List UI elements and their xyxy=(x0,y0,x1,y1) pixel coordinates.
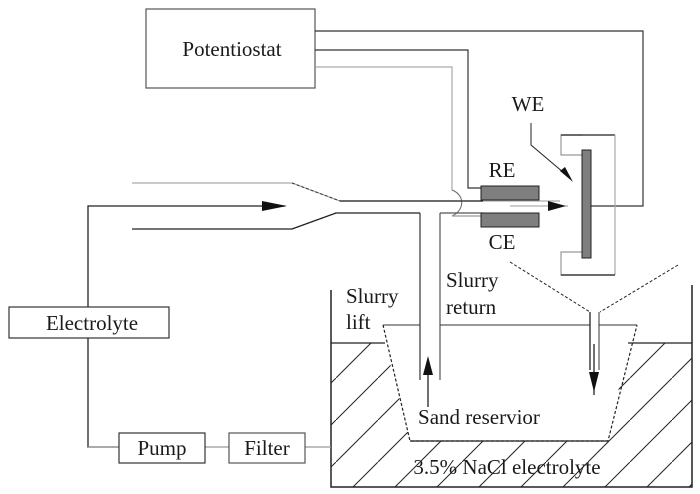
slurry-return-pipe xyxy=(419,212,483,380)
inlet-nozzle xyxy=(132,182,560,230)
counter-electrode: CE xyxy=(480,212,540,254)
jet-arrow xyxy=(510,201,568,211)
potentiostat-label: Potentiostat xyxy=(182,37,281,61)
electrolyte-label: Electrolyte xyxy=(46,311,138,335)
electrolyte-tank-label: 3.5% NaCl electrolyte xyxy=(413,455,600,479)
pump-box: Pump xyxy=(118,432,206,464)
flow-arrow-icon xyxy=(262,201,287,211)
slurry-return-label-2: return xyxy=(446,295,497,319)
slurry-lift-label-1: Slurry xyxy=(346,284,399,308)
electrolyte-box: Electrolyte xyxy=(8,306,170,339)
we-arrow-icon xyxy=(560,167,573,182)
reference-electrode: RE xyxy=(480,158,540,201)
filter-label: Filter xyxy=(244,436,290,460)
jet-arrow-icon xyxy=(548,201,566,211)
ce-label: CE xyxy=(489,230,516,254)
we-label: WE xyxy=(512,92,545,116)
collection-funnel xyxy=(509,261,679,395)
wire-ce xyxy=(315,66,483,217)
wire-we xyxy=(315,30,644,207)
sand-reservoir: Sand reservior xyxy=(382,324,638,442)
filter-box: Filter xyxy=(228,432,306,464)
feed-line xyxy=(87,201,287,309)
re-label: RE xyxy=(489,158,516,182)
working-electrode-holder xyxy=(560,134,616,276)
down-arrow-icon xyxy=(589,372,599,392)
return-line xyxy=(87,338,331,448)
slurry-lift-arrow xyxy=(423,356,433,407)
slurry-lift-label-2: lift xyxy=(346,310,371,334)
up-arrow-icon xyxy=(423,356,433,375)
we-pointer: WE xyxy=(512,92,573,182)
pump-label: Pump xyxy=(137,436,186,460)
sand-reservoir-label: Sand reservior xyxy=(418,405,540,429)
potentiostat-box: Potentiostat xyxy=(145,8,316,89)
wire-re xyxy=(315,49,483,189)
slurry-return-label-1: Slurry xyxy=(446,268,499,292)
